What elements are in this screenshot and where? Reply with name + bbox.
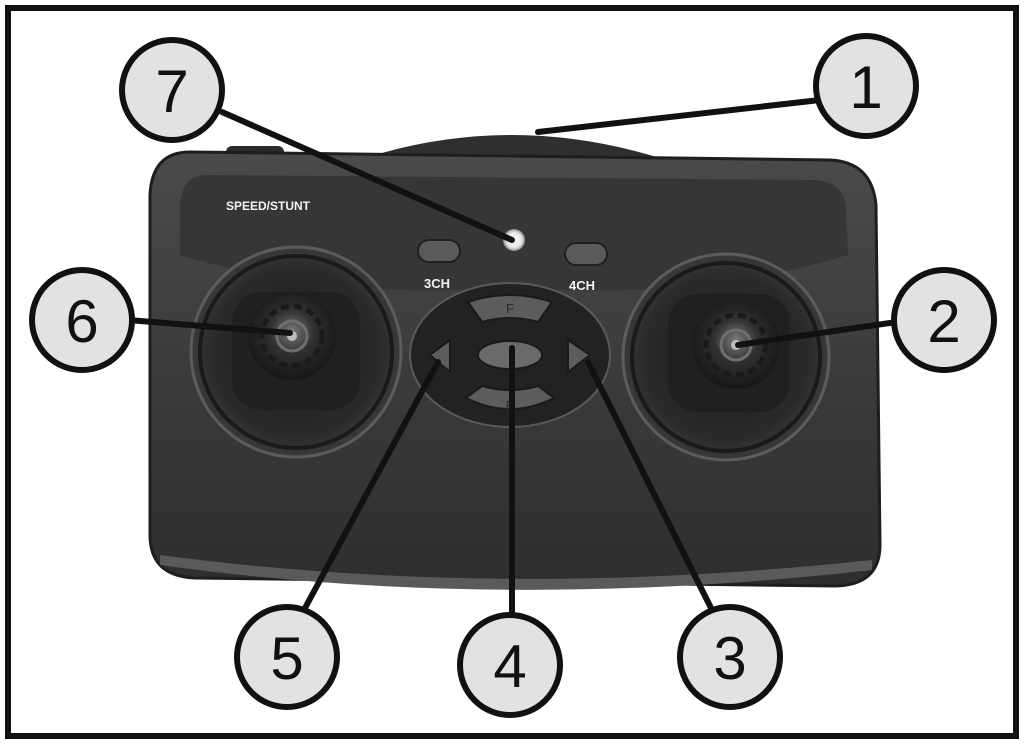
ch3-button[interactable]: [417, 239, 461, 263]
callout-1: 1: [813, 33, 919, 139]
callout-7: 7: [119, 37, 225, 143]
body-lip: [160, 555, 872, 590]
callout-number-4: 4: [493, 633, 526, 700]
ch4-label: 4CH: [569, 278, 595, 293]
callout-number-6: 6: [65, 288, 98, 355]
antenna: [365, 135, 660, 158]
leader-line-3: [585, 359, 715, 613]
speed-stunt-label: SPEED/STUNT: [226, 199, 311, 213]
callout-number-5: 5: [270, 625, 303, 692]
leader-lines: [125, 97, 893, 621]
forward-button[interactable]: [466, 294, 554, 324]
leader-line-1: [535, 97, 823, 135]
leader-line-2: [735, 320, 893, 348]
callout-2: 2: [891, 267, 997, 373]
callout-number-7: 7: [155, 58, 188, 125]
forward-label: F: [506, 301, 514, 316]
callout-number-2: 2: [927, 288, 960, 355]
callout-5: 5: [234, 604, 340, 710]
ch4-button[interactable]: [564, 242, 608, 266]
callouts: 1 2 3 4 5 6 7: [29, 33, 997, 718]
right-arrow-button[interactable]: [567, 338, 592, 375]
callout-number-3: 3: [713, 625, 746, 692]
callout-number-1: 1: [849, 54, 882, 121]
ch3-label: 3CH: [424, 276, 450, 291]
callout-4: 4: [457, 612, 563, 718]
leader-line-5: [302, 359, 441, 611]
leader-line-6: [125, 317, 293, 336]
right-joystick: [621, 252, 831, 462]
left-joystick: [189, 245, 403, 459]
callout-6: 6: [29, 267, 135, 373]
callout-3: 3: [677, 604, 783, 710]
leader-line-7: [219, 109, 515, 243]
